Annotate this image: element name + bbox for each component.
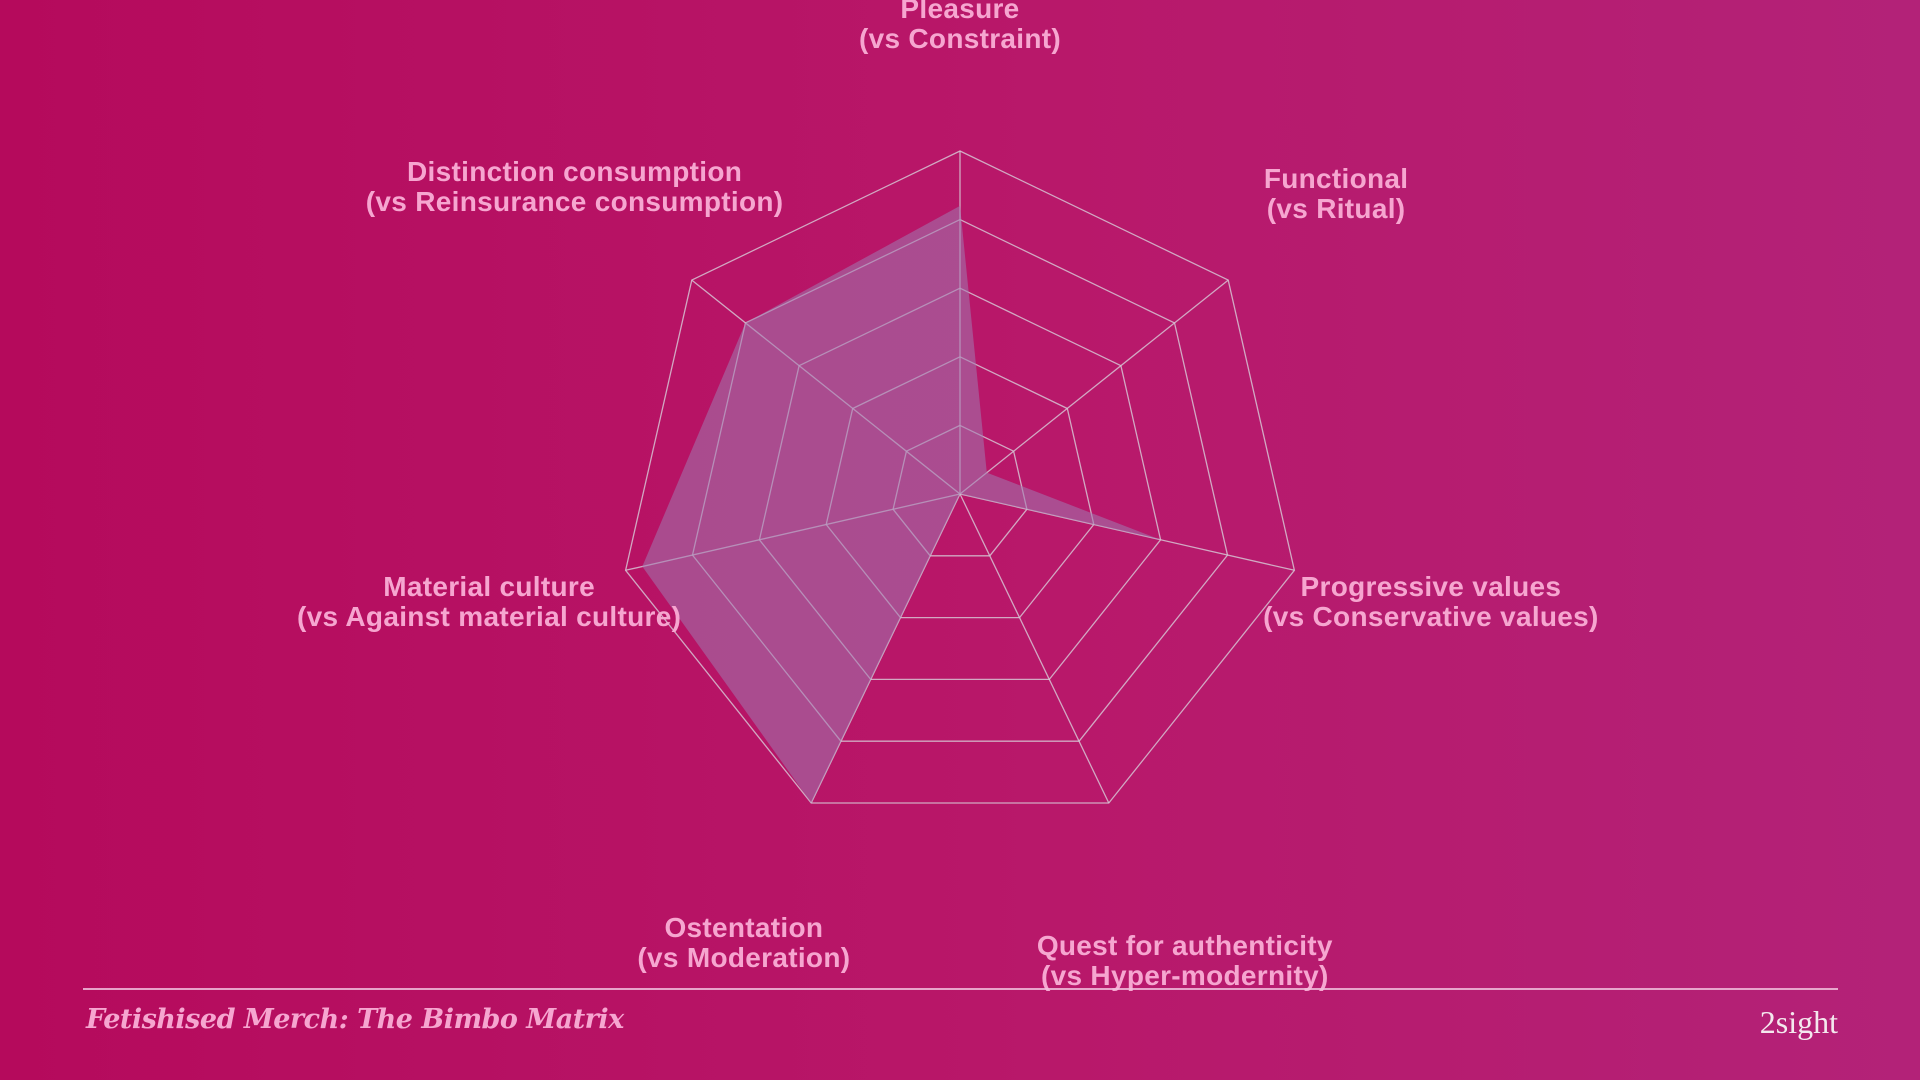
axis-label-line2: (vs Constraint) [858, 23, 1062, 54]
axis-label-line1: Pleasure [900, 0, 1020, 24]
axis-label-line1: Distinction consumption [407, 155, 743, 187]
footer-title: Fetishised Merch: The Bimbo Matrix [86, 1004, 624, 1035]
axis-label-functional: Functional (vs Ritual) [1264, 164, 1409, 224]
axis-label-material-culture: Material culture (vs Against material cu… [296, 570, 682, 632]
axis-label-line2: (vs Reinsurance consumption) [365, 185, 784, 217]
axis-label-line1: Material culture [383, 570, 595, 602]
axis-label-distinction-consumption: Distinction consumption (vs Reinsurance … [365, 155, 784, 217]
axis-label-line2: (vs Hyper-modernity) [1040, 959, 1329, 991]
axis-label-progressive-values: Progressive values (vs Conservative valu… [1263, 570, 1599, 632]
axis-label-line2: (vs Ritual) [1266, 193, 1406, 225]
axis-label-quest-for-authenticity: Quest for authenticity (vs Hyper-moderni… [1036, 929, 1333, 991]
axis-spoke [959, 279, 1229, 495]
axis-label-line2: (vs Conservative values) [1263, 600, 1599, 632]
axis-label-line1: Quest for authenticity [1036, 929, 1333, 961]
grid-ring [624, 150, 1296, 804]
axis-spoke [959, 493, 1110, 804]
footer-divider [83, 988, 1838, 990]
axis-label-line1: Progressive values [1300, 570, 1562, 602]
axis-label-ostentation: Ostentation (vs Moderation) [637, 911, 851, 973]
axis-label-line2: (vs Moderation) [637, 941, 851, 973]
series-area [642, 205, 1161, 803]
axis-label-line1: Ostentation [664, 911, 824, 943]
brand-logo: 2sight [1759, 1004, 1838, 1040]
axis-label-line2: (vs Against material culture) [296, 600, 682, 632]
axis-label-line1: Functional [1263, 163, 1409, 195]
axis-label-pleasure: Pleasure (vs Constraint) [859, 0, 1061, 54]
